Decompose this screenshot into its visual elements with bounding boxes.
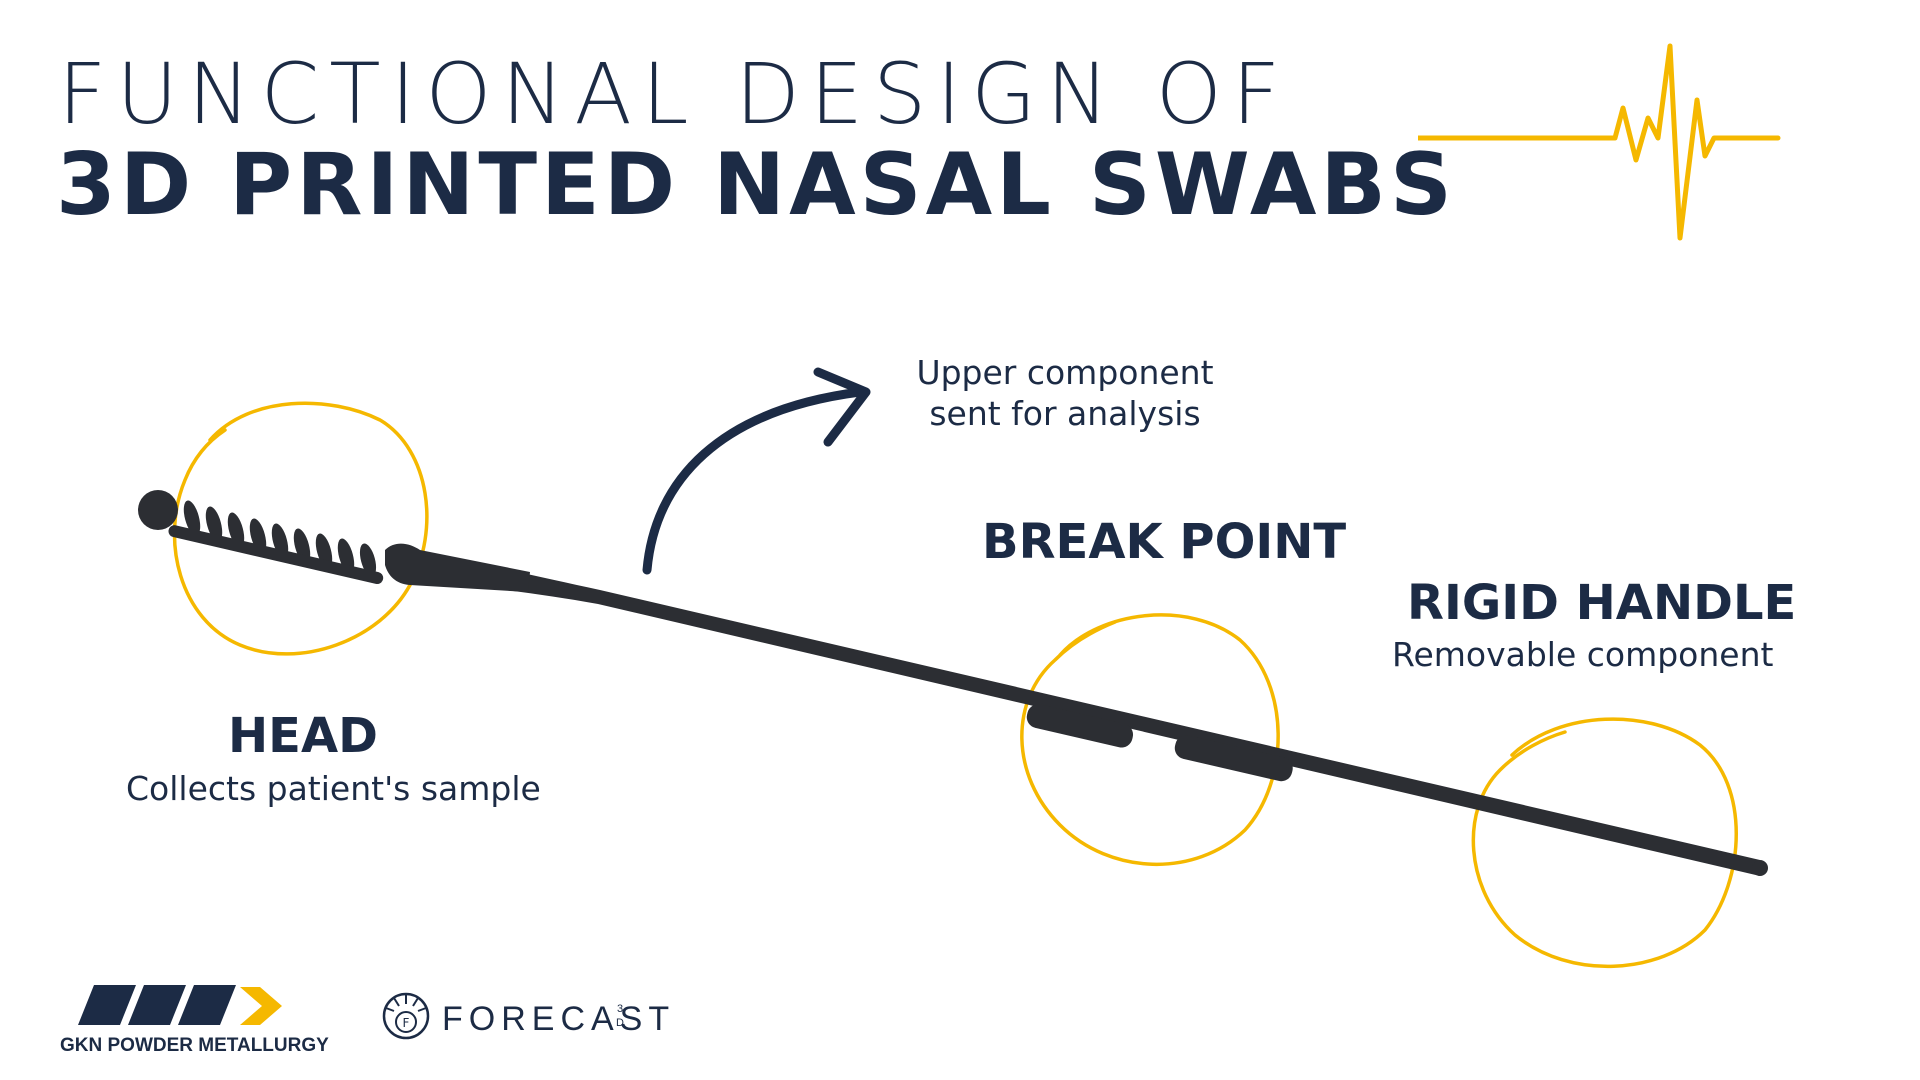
break-sleeve-upper	[1026, 704, 1134, 748]
title-line-2: 3D PRINTED NASAL SWABS	[56, 135, 1456, 235]
handle-highlight-circle	[1471, 717, 1738, 969]
swab-neck	[385, 543, 530, 592]
rigid-handle-title: RIGID HANDLE	[1407, 575, 1797, 631]
title-line-1: FUNCTIONAL DESIGN OF	[58, 45, 1291, 143]
svg-text:F: F	[403, 1016, 410, 1030]
head-highlight-circle	[172, 401, 429, 656]
heartbeat-icon	[1418, 43, 1781, 241]
gkn-logo-text: GKN POWDER METALLURGY	[60, 1035, 329, 1056]
swab-end	[1752, 860, 1768, 876]
rigid-handle-subtitle: Removable component	[1392, 635, 1774, 674]
swab-ribs	[168, 500, 384, 584]
swab-tip	[138, 490, 178, 530]
break-highlight-circle	[1020, 613, 1280, 866]
head-subtitle: Collects patient's sample	[126, 769, 541, 808]
nasal-swab	[138, 490, 1768, 876]
curved-arrow-icon	[642, 367, 871, 575]
head-title: HEAD	[228, 708, 378, 764]
break-point-title: BREAK POINT	[982, 514, 1347, 570]
break-sleeve-lower	[1174, 735, 1293, 782]
gkn-logo-icon	[78, 985, 282, 1025]
forecast-logo-icon: F	[382, 992, 430, 1040]
forecast-logo-text: FORECAST	[442, 1000, 676, 1038]
